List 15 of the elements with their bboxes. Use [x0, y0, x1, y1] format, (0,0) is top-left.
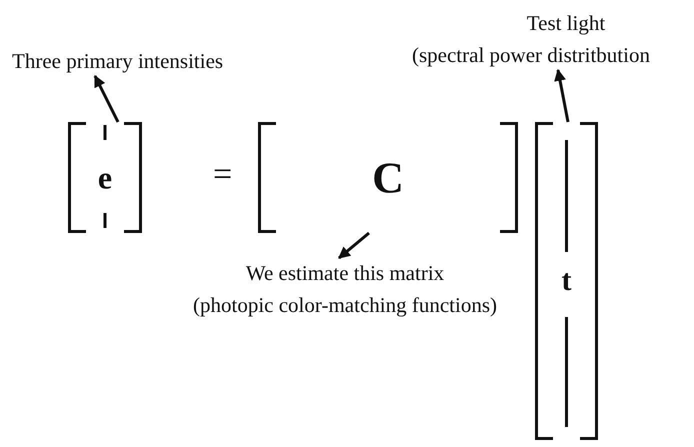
annotation-text: (spectral power distritbution — [412, 42, 650, 68]
matrix-symbol: e — [98, 159, 112, 196]
matrix — [258, 122, 518, 233]
leader-arrow — [94, 74, 120, 123]
leader-arrow — [554, 68, 570, 122]
matrix — [535, 122, 598, 440]
annotation-text: Test light — [526, 10, 606, 36]
equals-sign: = — [213, 158, 232, 192]
leader-arrow — [338, 232, 370, 260]
matrix-symbol: t — [562, 264, 572, 298]
matrix — [68, 122, 142, 233]
matrix-symbol: C — [372, 152, 404, 203]
annotation-text: (photopic color-matching functions) — [193, 292, 497, 318]
annotation-text: Three primary intensities — [12, 48, 224, 74]
annotation-text: We estimate this matrix — [246, 260, 444, 286]
